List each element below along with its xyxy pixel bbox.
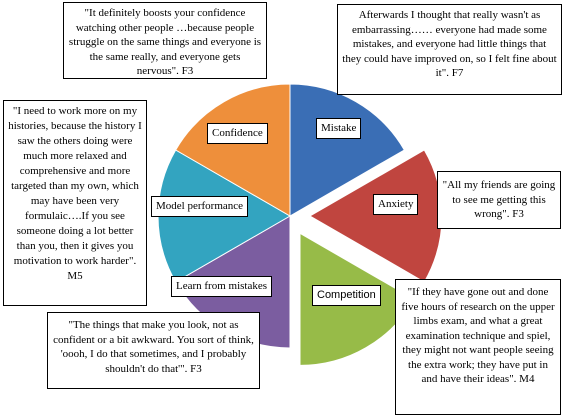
- segment-label-anxiety: Anxiety: [373, 194, 419, 215]
- pie-segment-confidence: [175, 83, 291, 217]
- segment-label-model-performance: Model performance: [151, 196, 249, 217]
- segment-label-confidence: Confidence: [207, 123, 268, 144]
- quote-anxiety: "All my friends are going to see me gett…: [437, 171, 561, 229]
- segment-label-competition: Competition: [312, 285, 381, 306]
- pie-segment-mistake: [289, 83, 405, 217]
- quote-learn-from-mistakes: "The things that make you look, not as c…: [47, 312, 260, 389]
- quote-model-performance: "I need to work more on my histories, be…: [3, 100, 147, 306]
- quote-competition: "If they have gone out and done five hou…: [395, 279, 561, 415]
- quote-mistake: Afterwards I thought that really wasn't …: [337, 4, 562, 95]
- segment-label-mistake: Mistake: [316, 118, 362, 139]
- quote-confidence: "It definitely boosts your confidence wa…: [63, 2, 267, 79]
- segment-label-learn-from-mistakes: Learn from mistakes: [171, 276, 273, 297]
